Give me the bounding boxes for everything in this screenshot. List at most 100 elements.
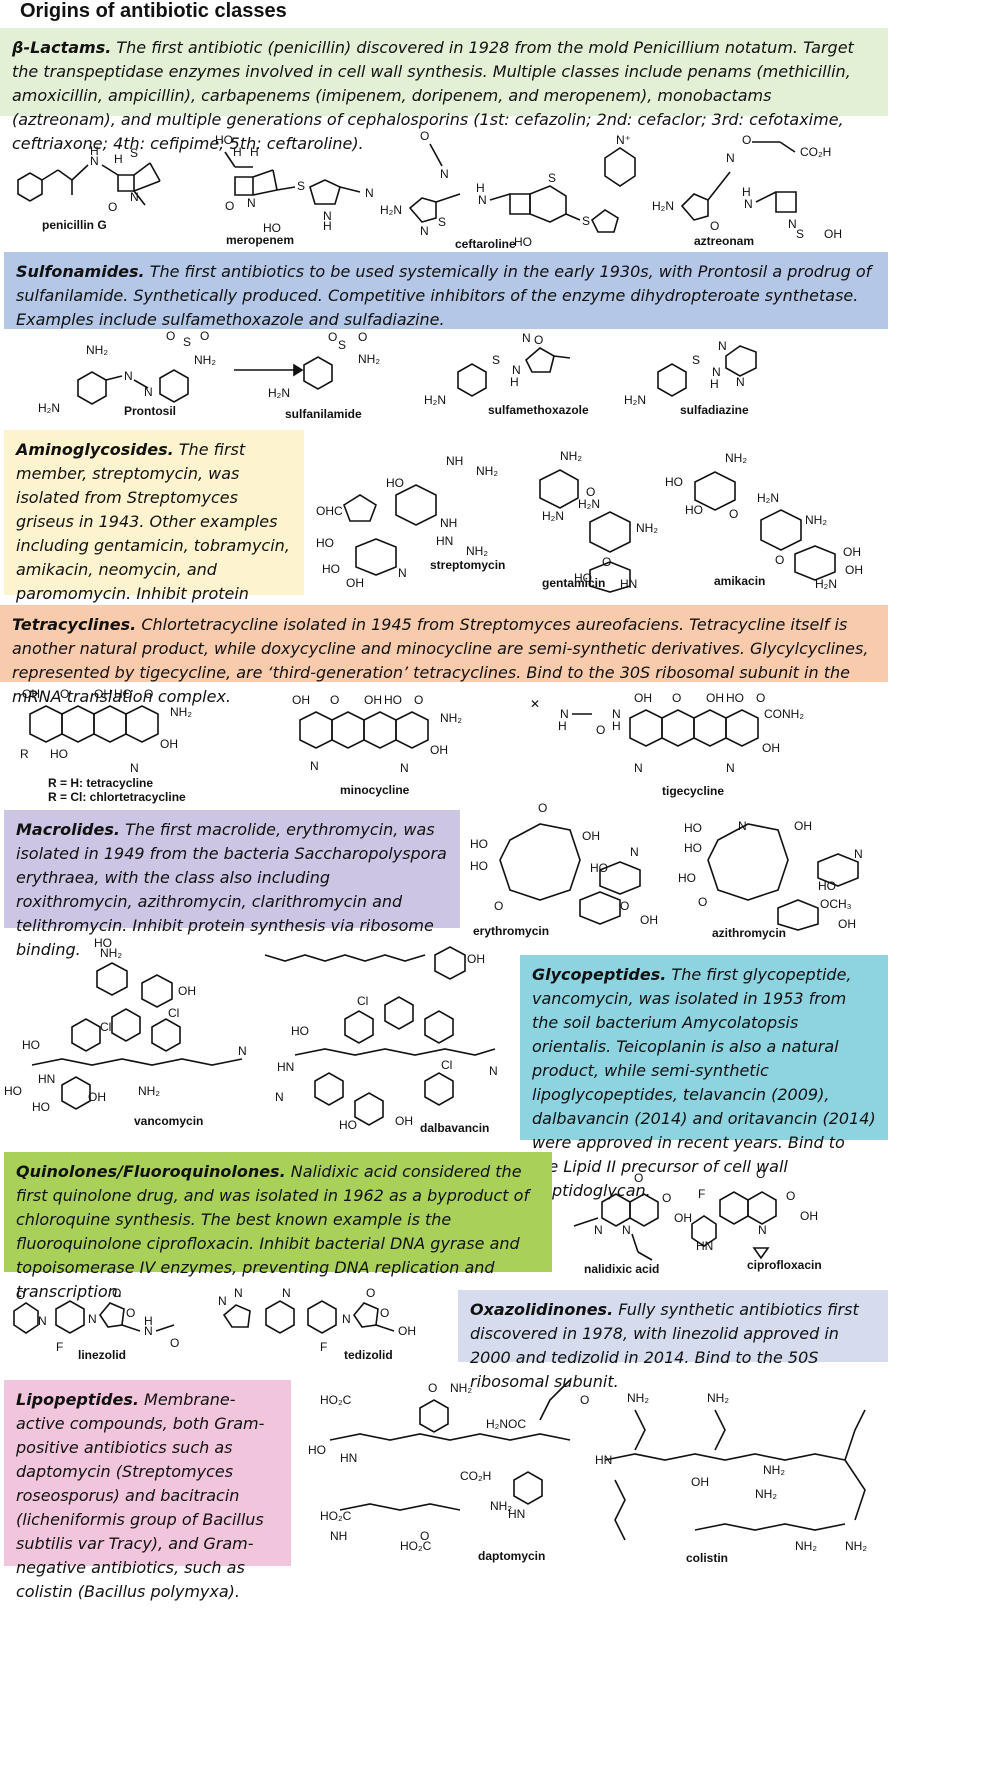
- svg-text:HO: HO: [574, 571, 592, 585]
- svg-text:OH: OH: [94, 687, 112, 701]
- svg-text:HN: HN: [436, 534, 453, 548]
- svg-text:HO: HO: [4, 1084, 22, 1098]
- svg-text:N: N: [234, 1286, 243, 1300]
- svg-text:O: O: [366, 1286, 375, 1300]
- svg-text:O: O: [729, 507, 738, 521]
- svg-text:H: H: [510, 375, 519, 389]
- svg-text:O: O: [742, 133, 751, 147]
- svg-text:N: N: [736, 375, 745, 389]
- svg-text:NH₂: NH₂: [86, 343, 108, 357]
- svg-text:O: O: [756, 1167, 765, 1181]
- sulfonamides-box: Sulfonamides. The first antibiotics to b…: [4, 252, 888, 329]
- svg-text:HO: HO: [470, 859, 488, 873]
- svg-text:N: N: [144, 1324, 153, 1338]
- svg-text:NH₂: NH₂: [560, 449, 582, 463]
- svg-text:O: O: [225, 199, 234, 213]
- svg-text:Cl: Cl: [100, 1020, 111, 1034]
- svg-text:O: O: [538, 801, 547, 815]
- svg-text:O: O: [494, 899, 503, 913]
- linezolid-structure: ON F N OO NH O: [13, 1286, 179, 1354]
- svg-text:OH: OH: [800, 1209, 818, 1223]
- svg-text:N: N: [130, 190, 139, 204]
- svg-text:H₂N: H₂N: [268, 386, 290, 400]
- svg-text:NH₂: NH₂: [725, 451, 747, 465]
- svg-text:N: N: [238, 1044, 247, 1058]
- svg-text:HO: HO: [684, 841, 702, 855]
- svg-text:H₂N: H₂N: [624, 393, 646, 407]
- svg-text:HO: HO: [384, 693, 402, 707]
- svg-text:HO: HO: [215, 133, 233, 147]
- svg-text:N⁺: N⁺: [616, 133, 631, 147]
- svg-text:F: F: [56, 1340, 63, 1354]
- svg-text:NH₂: NH₂: [194, 353, 216, 367]
- svg-text:O: O: [672, 691, 681, 705]
- svg-text:NH₂: NH₂: [100, 946, 122, 960]
- svg-text:Cl: Cl: [357, 994, 368, 1008]
- compound-label: tedizolid: [344, 1348, 393, 1362]
- compound-label: nalidixic acid: [584, 1262, 660, 1276]
- svg-text:S: S: [438, 215, 446, 229]
- svg-text:HO₂C: HO₂C: [320, 1509, 352, 1523]
- svg-text:O: O: [420, 129, 429, 143]
- compound-label: Prontosil: [124, 404, 177, 418]
- svg-text:NH₂: NH₂: [466, 544, 488, 558]
- svg-text:N: N: [712, 365, 721, 379]
- svg-text:N: N: [323, 209, 332, 223]
- svg-text:O: O: [200, 329, 209, 343]
- svg-text:S: S: [548, 171, 556, 185]
- svg-text:OH: OH: [640, 913, 658, 927]
- svg-text:N: N: [440, 167, 449, 181]
- svg-text:HO: HO: [726, 691, 744, 705]
- svg-text:O: O: [580, 1393, 589, 1407]
- svg-text:HN: HN: [620, 577, 637, 591]
- lipopeptides-heading: Lipopeptides.: [16, 1390, 139, 1409]
- svg-text:H: H: [233, 145, 242, 159]
- svg-text:S: S: [582, 214, 590, 228]
- svg-text:N: N: [398, 566, 407, 580]
- compound-label: linezolid: [78, 1348, 126, 1362]
- compound-label: sulfanilamide: [285, 407, 362, 421]
- compound-label: erythromycin: [473, 924, 550, 938]
- svg-text:HO: HO: [322, 562, 340, 576]
- svg-text:CO₂H: CO₂H: [800, 145, 831, 159]
- svg-text:OH: OH: [794, 819, 812, 833]
- svg-text:N: N: [478, 193, 487, 207]
- svg-text:HN: HN: [277, 1060, 294, 1074]
- ciprofloxacin-structure: OF OOH HN N: [691, 1167, 818, 1260]
- svg-text:NH₂: NH₂: [795, 1539, 817, 1553]
- svg-text:OH: OH: [430, 743, 448, 757]
- svg-text:Cl: Cl: [441, 1058, 452, 1072]
- svg-text:O: O: [428, 1381, 437, 1395]
- svg-text:O: O: [534, 333, 543, 347]
- quinolones-box: Quinolones/Fluoroquinolones. Nalidixic a…: [4, 1152, 552, 1301]
- svg-text:N: N: [612, 707, 621, 721]
- svg-text:NH₂: NH₂: [138, 1084, 160, 1098]
- svg-text:O: O: [775, 553, 784, 567]
- compound-label: vancomycin: [134, 1114, 204, 1128]
- svg-text:HO: HO: [514, 235, 532, 249]
- svg-text:HO: HO: [590, 861, 608, 875]
- svg-text:H₂N: H₂N: [652, 199, 674, 213]
- svg-text:N: N: [342, 1312, 351, 1326]
- compound-label: ceftaroline: [455, 237, 516, 251]
- tedizolid-structure: NN N F N OO OH: [218, 1286, 416, 1354]
- svg-text:✕: ✕: [530, 697, 540, 711]
- svg-text:O: O: [596, 723, 605, 737]
- svg-text:O: O: [380, 1306, 389, 1320]
- svg-text:S: S: [130, 146, 138, 160]
- svg-text:S: S: [338, 338, 346, 352]
- macrolides-text: The first macrolide, erythromycin, was i…: [16, 820, 447, 959]
- svg-text:CONH₂: CONH₂: [764, 707, 804, 721]
- reaction-arrow-icon: [234, 363, 304, 377]
- ceftaroline-structure: ON H₂N NS HN S S N⁺ HO: [380, 129, 636, 249]
- svg-text:OH: OH: [706, 691, 724, 705]
- svg-text:O: O: [662, 1191, 671, 1205]
- svg-text:HO: HO: [308, 1443, 326, 1457]
